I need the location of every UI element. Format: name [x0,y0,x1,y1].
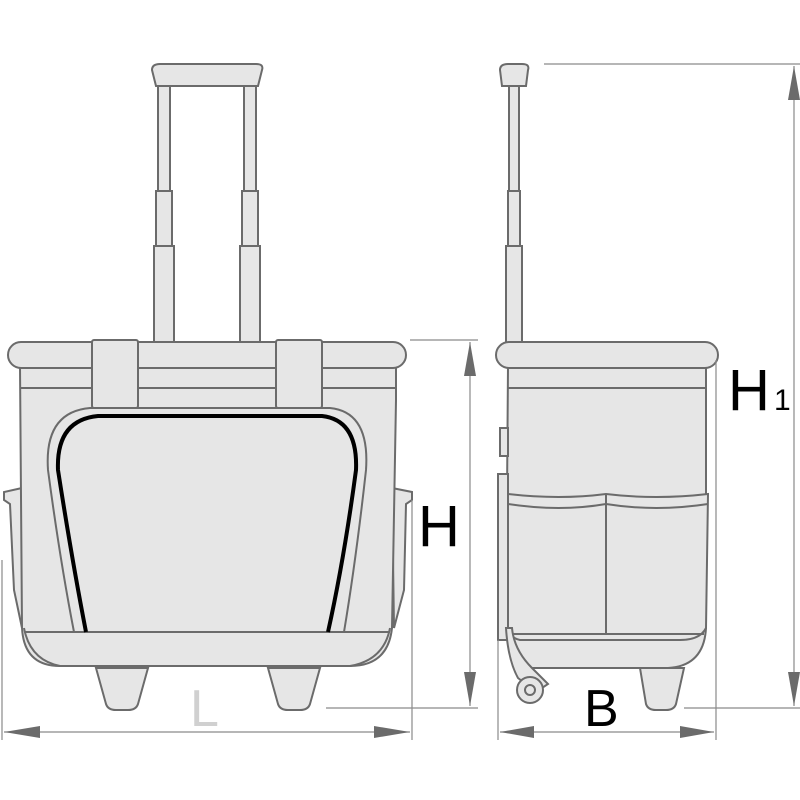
front-top-rim [7,341,407,369]
front-telescopic-handle [150,63,264,345]
front-panel [46,407,368,633]
side-view [495,63,719,711]
front-left-wheel [94,667,150,711]
front-zipper [55,414,359,633]
side-top-rim [495,341,719,369]
side-handle-bracket [499,427,509,457]
height-label: H [418,494,460,559]
front-left-side-pocket [3,486,23,629]
front-left-strap [91,339,139,409]
depth-label: B [584,680,619,738]
dimension-lines [1,63,800,740]
front-view [3,63,413,711]
front-right-strap [275,339,323,409]
length-label: L [190,680,219,738]
total-height-subscript: 1 [774,384,791,417]
front-right-wheel [266,667,322,711]
total-height-label: H [728,358,770,423]
side-telescopic-handle [498,63,530,345]
side-foot [638,667,686,711]
front-right-side-pocket [390,486,413,629]
side-wheel-arm [504,627,550,694]
side-pocket [507,492,710,641]
side-handle-rail [497,473,509,641]
